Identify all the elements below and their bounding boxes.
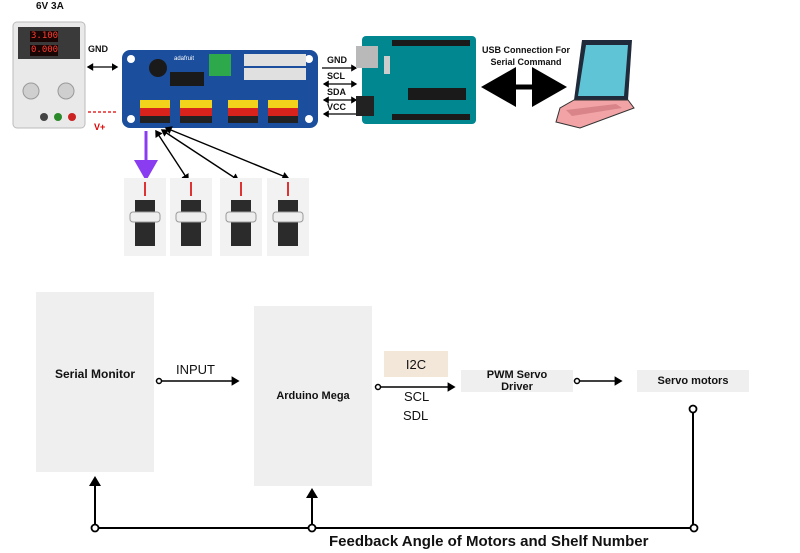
servo-2 <box>170 178 212 256</box>
i2c-label: I2C <box>405 356 427 372</box>
pwm-driver-label: PWM Servo Driver <box>486 369 548 393</box>
vplus-label: V+ <box>94 122 106 132</box>
pin-label-gnd: GND <box>327 55 347 65</box>
psu-display-current: 0.000 <box>31 45 59 55</box>
pwm-driver-box: PWM Servo Driver <box>461 369 573 393</box>
sdl-label: SDL <box>403 408 429 423</box>
psu-display-voltage: 3.100 <box>31 31 59 41</box>
serial-monitor-box: Serial Monitor <box>36 292 154 472</box>
driver-brand: adafruit <box>174 56 195 62</box>
pin-label-vcc: VCC <box>327 102 347 112</box>
pwm-driver-board <box>122 50 318 128</box>
arduino-mega-box: Arduino Mega <box>254 306 372 486</box>
servo-3 <box>220 178 262 256</box>
psu-rating-label: 6V 3A <box>36 1 64 12</box>
servo-motors-label: Servo motors <box>657 375 729 387</box>
power-supply <box>12 21 86 129</box>
gnd-label-left: GND <box>88 44 108 54</box>
usb-connection-label: USB Connection For Serial Command <box>482 45 570 67</box>
input-label: INPUT <box>176 362 215 377</box>
i2c-box: I2C <box>384 351 448 377</box>
feedback-label: Feedback Angle of Motors and Shelf Numbe… <box>329 533 649 550</box>
scl-label: SCL <box>404 389 430 404</box>
serial-monitor-label: Serial Monitor <box>54 367 135 381</box>
pin-label-scl: SCL <box>327 71 345 81</box>
arduino-board <box>356 36 476 124</box>
servo-1 <box>124 178 166 256</box>
laptop-illustration <box>555 40 635 129</box>
pin-label-sda: SDA <box>327 87 347 97</box>
servo-4 <box>267 178 309 256</box>
servo-motors-box: Servo motors <box>637 370 749 392</box>
arduino-mega-label: Arduino Mega <box>276 390 350 402</box>
